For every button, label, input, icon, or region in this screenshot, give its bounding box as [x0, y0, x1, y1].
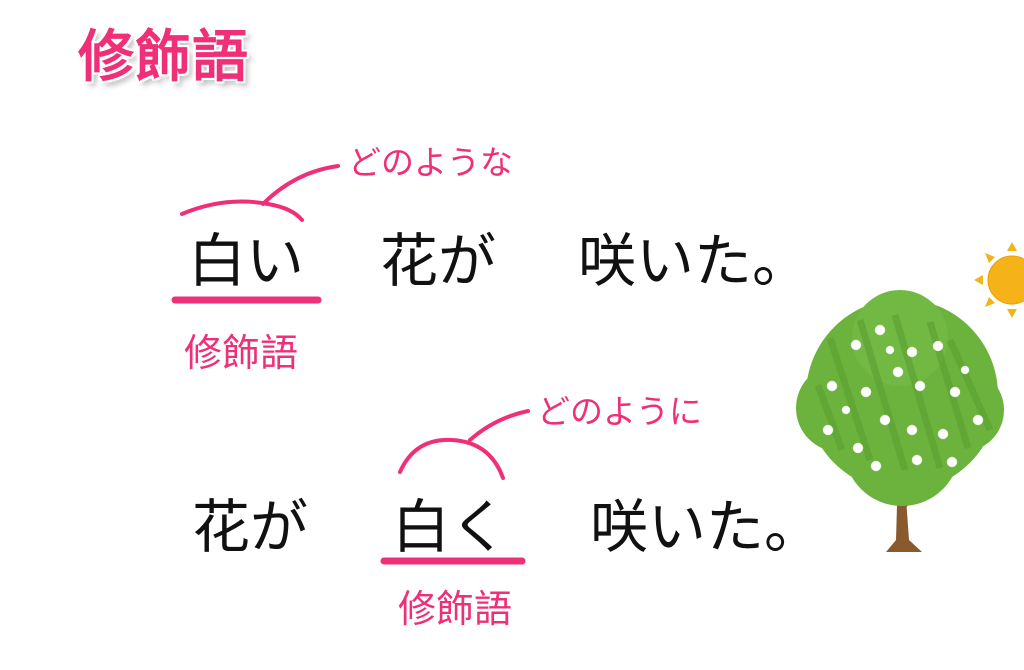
verb-word-1: 咲いた。 — [578, 227, 811, 295]
callout-line-2 — [468, 409, 530, 442]
modifier-label-1: 修飾語 — [184, 331, 299, 375]
callout-line-1 — [261, 164, 340, 206]
modifier-word-2: 白く — [392, 493, 509, 561]
noun-word-2: 花が — [192, 493, 309, 561]
noun-word-1: 花が — [380, 227, 497, 295]
page-title: 修飾語 — [78, 25, 249, 90]
modifier-label-2: 修飾語 — [398, 587, 513, 631]
modifier-arc-2 — [398, 437, 505, 480]
flowering-tree-icon — [796, 290, 1004, 552]
verb-word-2: 咲いた。 — [590, 493, 823, 561]
question-label-2: どのように — [537, 392, 702, 431]
modifier-word-1: 白い — [188, 227, 305, 295]
modifier-arc-1 — [180, 199, 304, 222]
sun-icon — [974, 242, 1024, 318]
question-label-1: どのような — [348, 143, 513, 182]
